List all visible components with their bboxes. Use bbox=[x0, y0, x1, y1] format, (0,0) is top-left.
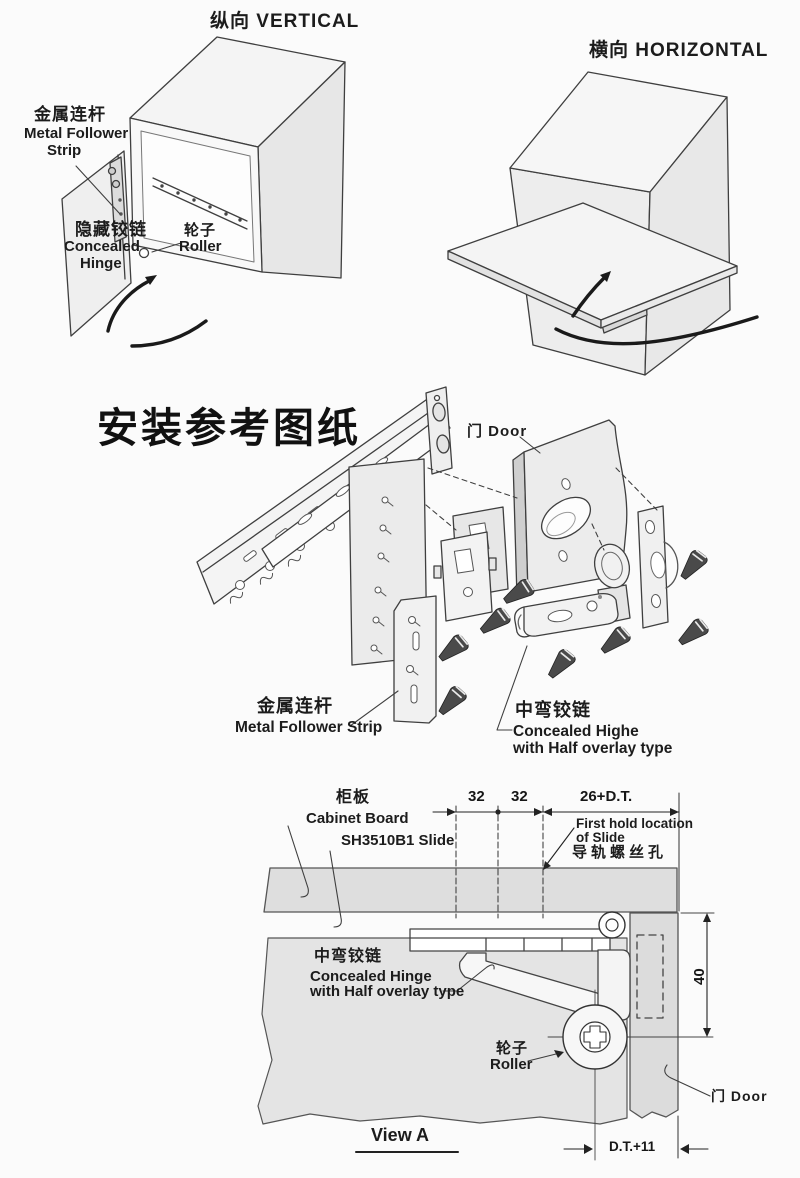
metal-strip-part-label-en: Metal Follower Strip bbox=[235, 719, 383, 736]
dim-dt-11: D.T.+11 bbox=[609, 1139, 656, 1154]
exploded-assembly-drawing bbox=[196, 386, 711, 731]
leader-cabinet-board bbox=[287, 825, 309, 898]
roller-label-zh: 轮子 bbox=[184, 222, 217, 239]
metal-strip-label-en1: Metal Follower bbox=[24, 125, 129, 142]
first-hole-label-line2: of Slide bbox=[576, 830, 625, 845]
hinge-part-label-en1: Concealed Highe bbox=[513, 723, 639, 740]
metal-strip-label-en2: Strip bbox=[47, 142, 82, 159]
leader-roller-shaft bbox=[527, 1053, 557, 1062]
leader-door bbox=[664, 1064, 711, 1097]
roller-section bbox=[547, 989, 714, 1161]
installation-reference-title: 安装参考图纸 bbox=[97, 405, 361, 451]
pivot-roller bbox=[598, 911, 626, 939]
metal-strip-label-zh: 金属连杆 bbox=[34, 105, 106, 124]
dim-32-right: 32 bbox=[511, 788, 528, 805]
screw bbox=[437, 632, 470, 664]
roller-section-label-zh: 轮子 bbox=[496, 1040, 529, 1057]
leader-door bbox=[519, 436, 541, 454]
horizontal-cabinet-drawing bbox=[447, 71, 759, 376]
door-label: 门 Door bbox=[467, 423, 528, 440]
view-a-label: View A bbox=[371, 1125, 430, 1145]
door-swing-arrow bbox=[554, 271, 759, 346]
section-leaders bbox=[287, 825, 711, 1097]
hinge-section-label-en2: with Half overlay type bbox=[310, 983, 465, 1000]
cabinet-board-label-en: Cabinet Board bbox=[306, 810, 409, 827]
open-door-panel bbox=[61, 150, 132, 337]
slide-profile bbox=[409, 928, 611, 952]
hinge-knuckle bbox=[107, 166, 117, 176]
door-follower-strip bbox=[109, 156, 127, 243]
cabinet-board-label-zh: 柜板 bbox=[336, 789, 371, 806]
horizontal-title: 横向 HORIZONTAL bbox=[589, 40, 769, 61]
screw bbox=[676, 548, 711, 581]
vertical-cabinet-drawing bbox=[61, 36, 346, 348]
leader-hinge bbox=[496, 645, 528, 731]
hinge-part-label-zh: 中弯铰链 bbox=[515, 700, 591, 720]
concealed-hinge-label-zh: 隐藏铰链 bbox=[75, 220, 147, 239]
leader-metal-strip bbox=[75, 165, 121, 215]
dimension-lines bbox=[355, 792, 715, 1159]
section-view-a-drawing bbox=[257, 792, 715, 1161]
rail-cut-pattern bbox=[229, 554, 302, 604]
open-flap-door bbox=[447, 202, 738, 329]
metal-strip-part-label-zh: 金属连杆 bbox=[257, 696, 333, 716]
rail-end-bracket bbox=[425, 386, 453, 475]
wing-plate-part bbox=[637, 505, 679, 629]
screw bbox=[677, 616, 711, 649]
leader-metal-strip bbox=[349, 690, 399, 727]
roller-label-en: Roller bbox=[179, 238, 222, 255]
roller-section-label-en: Roller bbox=[490, 1056, 533, 1073]
cabinet-board-section bbox=[263, 867, 678, 913]
concealed-hinge-label-en2: Hinge bbox=[80, 255, 122, 272]
door-swing-arrow bbox=[106, 275, 208, 348]
hinge-section-label-en1: Concealed Hinge bbox=[310, 968, 432, 985]
slide-model-label: SH3510B1 Slide bbox=[341, 832, 455, 849]
alignment-dashes bbox=[425, 467, 658, 551]
screw bbox=[436, 684, 469, 716]
cabinet-opening bbox=[140, 130, 255, 263]
hinge-part-label-en2: with Half overlay type bbox=[513, 740, 673, 757]
leader-hinge bbox=[442, 964, 495, 992]
mounting-plate-part bbox=[433, 506, 509, 622]
vertical-title: 纵向 VERTICAL bbox=[210, 11, 360, 32]
metal-follower-strip-part bbox=[393, 595, 437, 724]
hinge-knuckle bbox=[111, 179, 121, 189]
follower-strip-location-dashed bbox=[636, 934, 664, 1019]
hinge-part bbox=[514, 543, 631, 638]
rail-screw-hole-label: 导轨螺丝孔 bbox=[572, 844, 668, 861]
concealed-hinge-label-en1: Concealed bbox=[64, 238, 140, 255]
dim-26-dt: 26+D.T. bbox=[580, 788, 633, 805]
dim-40: 40 bbox=[691, 968, 708, 985]
leader-slide bbox=[329, 850, 342, 928]
hinge-cup-hole bbox=[541, 496, 591, 540]
leader-roller bbox=[151, 242, 182, 253]
door-section-label: 门 Door bbox=[711, 1088, 768, 1104]
leader-roller-head bbox=[554, 1050, 564, 1058]
hinge-section-label-zh: 中弯铰链 bbox=[314, 948, 383, 965]
screw bbox=[600, 624, 632, 656]
interior-slide-rail bbox=[152, 177, 248, 230]
first-hole-label-line1: First hold location bbox=[576, 816, 693, 831]
dim-32-left: 32 bbox=[468, 788, 485, 805]
roller-dot bbox=[138, 247, 150, 259]
screw bbox=[545, 647, 578, 680]
